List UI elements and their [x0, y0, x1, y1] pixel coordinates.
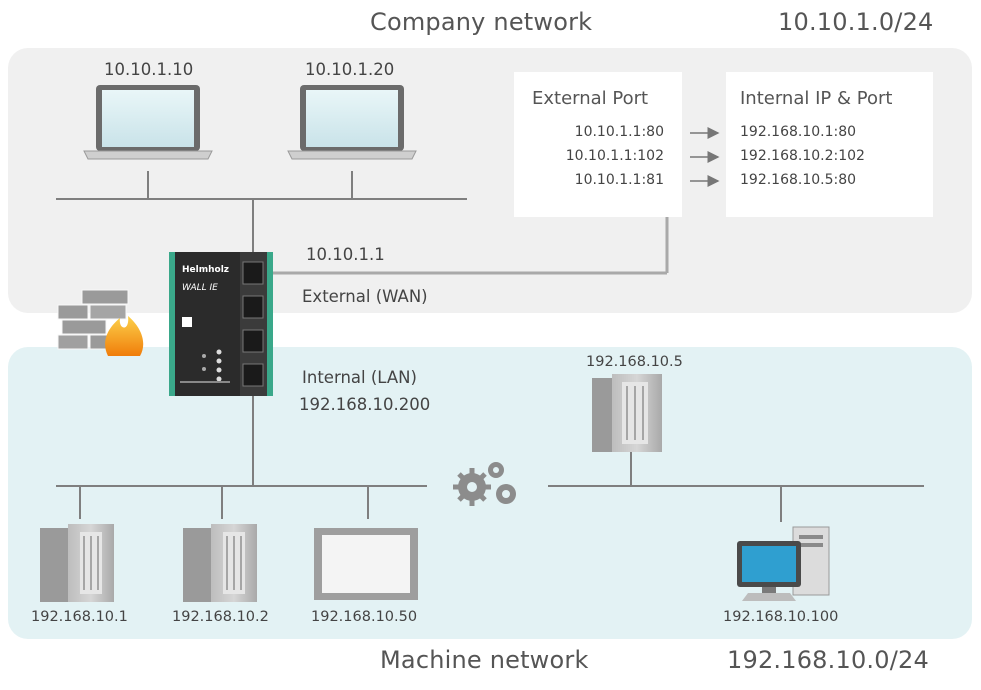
router-wan-label: External (WAN) [302, 287, 428, 306]
device-ip-label: 192.168.10.1 [31, 609, 128, 625]
external-port-row-3: 10.10.1.1:81 [574, 172, 664, 188]
internal-port-row-2: 192.168.10.2:102 [740, 148, 865, 164]
router-wan-ip: 10.10.1.1 [306, 245, 385, 264]
device-ip-label: 192.168.10.5 [586, 354, 683, 370]
device-ip-label: 192.168.10.2 [172, 609, 269, 625]
external-port-box: External Port 10.10.1.1:80 10.10.1.1:102… [514, 72, 682, 217]
laptop-1-ip: 10.10.1.10 [104, 60, 194, 79]
router-device-icon: Helmholz WALL IE [169, 252, 273, 396]
plc-icon [183, 524, 257, 602]
machine-network-subnet: 192.168.10.0/24 [727, 646, 929, 674]
router-lan-label: Internal (LAN) [302, 368, 417, 387]
hmi-panel-icon [314, 528, 418, 600]
mapping-arrows [690, 127, 720, 187]
company-bus [56, 171, 467, 252]
laptop-icon [287, 85, 417, 160]
router-brand: Helmholz [182, 265, 229, 275]
machine-bus [56, 396, 924, 522]
external-port-row-1: 10.10.1.1:80 [574, 124, 664, 140]
laptop-2-ip: 10.10.1.20 [305, 60, 395, 79]
company-network-subnet: 10.10.1.0/24 [778, 8, 934, 36]
company-network-title: Company network [370, 8, 593, 36]
internal-port-row-3: 192.168.10.5:80 [740, 172, 857, 188]
router-model: WALL IE [182, 283, 218, 293]
device-ip-label: 192.168.10.50 [311, 609, 418, 625]
external-port-header: External Port [532, 88, 649, 109]
internal-port-header: Internal IP & Port [740, 88, 893, 109]
gears-icon [453, 462, 516, 506]
internal-port-box: Internal IP & Port 192.168.10.1:80 192.1… [726, 72, 933, 217]
plc-icon [592, 374, 662, 452]
firewall-icon [57, 289, 144, 356]
plc-icon [40, 524, 114, 602]
laptop-icon [83, 85, 213, 160]
desktop-pc-icon [737, 526, 830, 601]
wan-link [258, 217, 669, 275]
external-port-row-2: 10.10.1.1:102 [565, 148, 664, 164]
machine-network-title: Machine network [380, 646, 589, 674]
internal-port-row-1: 192.168.10.1:80 [740, 124, 857, 140]
router-lan-ip: 192.168.10.200 [299, 395, 431, 414]
device-ip-label: 192.168.10.100 [723, 609, 839, 625]
